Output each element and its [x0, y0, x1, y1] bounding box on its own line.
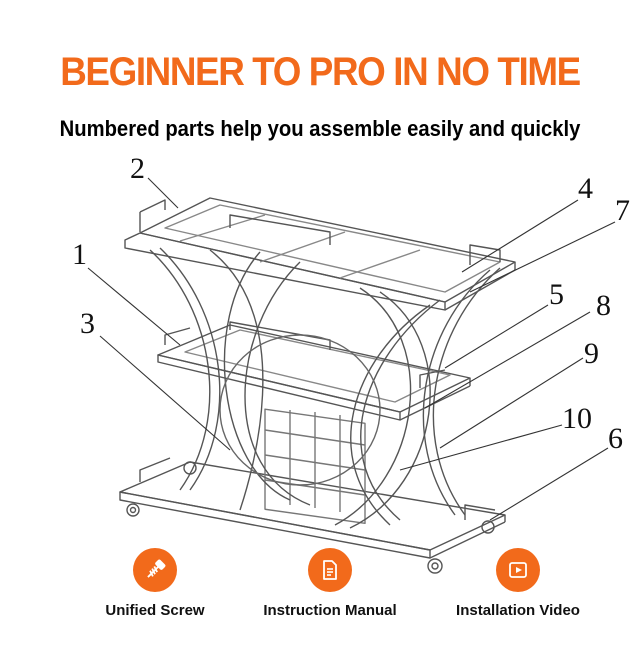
part-number-8: 8 [596, 289, 611, 322]
subheadline: Numbered parts help you assemble easily … [59, 116, 581, 141]
part-number-4: 4 [578, 172, 593, 205]
feature-label-installation-video: Installation Video [456, 602, 580, 619]
feature-unified-screw: Unified Screw [65, 548, 245, 619]
headline: BEGINNER TO PRO IN NO TIME [60, 50, 581, 94]
bar-cart-diagram: 2 1 3 4 7 5 8 9 10 6 [72, 152, 630, 574]
part-number-6: 6 [608, 422, 623, 455]
screw-icon [133, 548, 177, 592]
document-icon [308, 548, 352, 592]
part-number-7: 7 [615, 194, 630, 227]
part-number-5: 5 [549, 278, 564, 311]
feature-label-unified-screw: Unified Screw [105, 602, 205, 619]
feature-installation-video: Installation Video [428, 548, 608, 619]
part-number-10: 10 [562, 402, 592, 435]
top-shelf [139, 197, 516, 303]
part-number-3: 3 [80, 307, 95, 340]
part-number-9: 9 [584, 337, 599, 370]
feature-instruction-manual: Instruction Manual [240, 548, 420, 619]
bottom-shelf [119, 461, 506, 551]
part-number-2: 2 [130, 152, 145, 185]
part-number-1: 1 [72, 238, 87, 271]
video-play-icon [496, 548, 540, 592]
feature-label-instruction-manual: Instruction Manual [263, 602, 397, 619]
